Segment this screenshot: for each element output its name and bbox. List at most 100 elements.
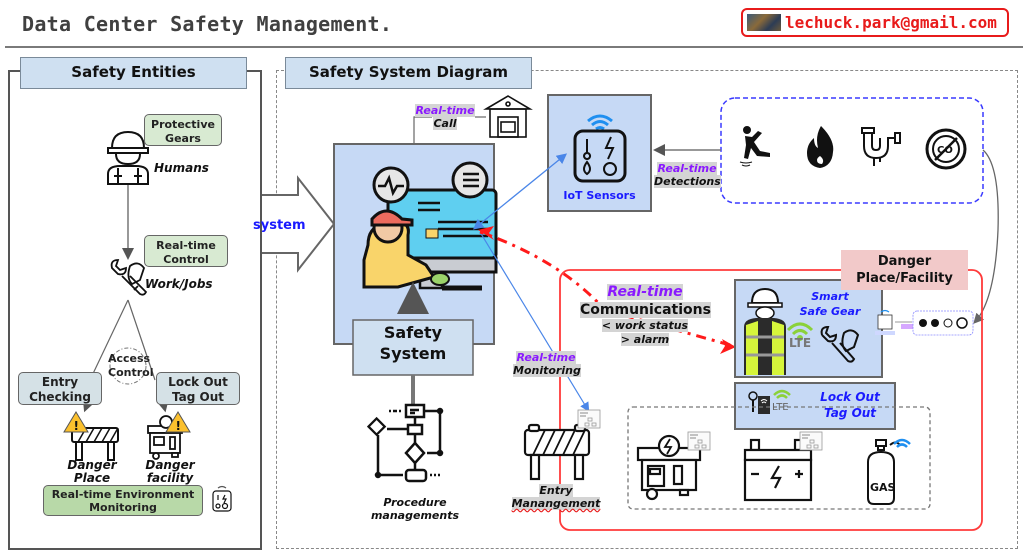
entry-management-line2: Manangement <box>511 497 601 510</box>
access-control-line1: Access <box>108 352 151 365</box>
contact-email[interactable]: lechuck.park@gmail.com <box>785 13 997 32</box>
procedure-flowchart-icon <box>366 403 444 483</box>
wireless-icon <box>893 438 911 448</box>
avatar <box>747 14 781 31</box>
danger-place-facility-line1: Danger <box>877 254 932 269</box>
diagram-thumbnail-icon <box>799 431 823 451</box>
iot-sensors-label: IoT Sensors <box>563 189 636 202</box>
diagram-thumbnail-icon <box>687 431 711 451</box>
gas-tank-icon <box>867 439 901 505</box>
danger-place-barrier-icon: ! <box>63 411 119 461</box>
realtime-detections-line1: Real-time <box>657 162 717 175</box>
env-sensor-icon <box>212 485 232 512</box>
entry-management-line1: Entry <box>539 484 573 497</box>
smart-safe-gear-line1: Smart <box>811 290 849 303</box>
procedure-label: Procedure managements <box>370 496 460 522</box>
entry-checking-line1: Entry <box>41 375 79 389</box>
svg-text:!: ! <box>176 419 181 433</box>
procedure-line2: managements <box>370 509 460 522</box>
realtime-call-line2: Call <box>433 117 457 130</box>
smart-safe-gear-line2: Safe Gear <box>799 305 861 318</box>
lock-out-tag-out-line1: Lock Out <box>820 390 880 404</box>
wrench-hand-icon <box>820 325 860 363</box>
realtime-monitoring-line1: Real-time <box>516 351 576 364</box>
lte-label-2: LTE <box>772 402 789 413</box>
danger-facility-label: Danger facility <box>140 459 200 485</box>
danger-place-line1: Danger <box>67 458 117 472</box>
realtime-call-line1: Real-time <box>415 104 475 117</box>
comm-line2: Communications <box>580 302 711 318</box>
safety-system-diagram-panel <box>276 70 1018 549</box>
safety-system-diagram-header: Safety System Diagram <box>285 57 532 89</box>
entry-management-label: Entry Manangement <box>510 484 602 510</box>
realtime-detections-label: Real-time Detections <box>654 162 721 188</box>
lte-signal-icon-2 <box>773 389 791 399</box>
comm-line3: < work status <box>601 319 689 332</box>
access-control-line2: Control <box>108 366 154 379</box>
humans-label: Humans <box>154 161 209 175</box>
danger-place-facility-line2: Place/Facility <box>856 271 953 286</box>
triangle-right-edge <box>127 299 156 381</box>
lock-out-tag-out-tag: Lock Out Tag Out <box>156 372 240 405</box>
gas-label: GAS <box>870 481 896 494</box>
system-iot-link <box>472 153 568 230</box>
protective-gears-line1: Protective <box>151 118 215 131</box>
realtime-control-line1: Real-time <box>156 239 216 252</box>
env-monitoring-line2: Monitoring <box>89 501 157 514</box>
safety-system-line1: Safety <box>383 323 443 342</box>
safety-system-line2: System <box>379 344 447 363</box>
danger-place-header-box <box>841 250 968 290</box>
entry-checking-line2: Checking <box>29 390 91 404</box>
danger-place-facility-label: Danger Place/Facility <box>841 253 968 287</box>
mini-hazard-diagram-icon <box>875 309 974 336</box>
diagram-thumbnail-icon <box>577 409 601 429</box>
danger-facility-line1: Danger <box>145 458 195 472</box>
safety-system-label: Safety System <box>353 322 473 364</box>
system-monitoring-link <box>479 231 590 413</box>
operator-computer-icon <box>362 161 498 291</box>
lock-out-line2: Tag Out <box>172 390 224 404</box>
battery-icon <box>743 438 813 502</box>
no-co2-icon: CO <box>925 128 967 170</box>
iot-sensor-device-icon <box>573 114 627 183</box>
equipment-group-box <box>627 406 931 510</box>
system-arrow-label: system <box>253 218 306 233</box>
pipe-leak-icon <box>861 127 901 166</box>
safety-system-label-box <box>352 319 474 376</box>
worker-hardhat-icon <box>107 130 149 185</box>
danger-zone-box <box>559 269 983 531</box>
env-monitoring-tag: Real-time Environment Monitoring <box>43 485 203 516</box>
wrench-hand-icon-left <box>110 259 148 296</box>
danger-facility-generator-icon: ! <box>147 411 191 460</box>
realtime-monitoring-label: Real-time Monitoring <box>513 351 581 377</box>
page-title: Data Center Safety Management. <box>22 12 393 36</box>
safety-vest-worker-icon <box>744 287 786 375</box>
safety-entities-header: Safety Entities <box>20 57 247 89</box>
call-connector <box>413 116 432 144</box>
work-jobs-label: Work/Jobs <box>145 277 213 291</box>
protective-gears-tag: Protective Gears <box>144 114 222 146</box>
comm-line4: > alarm <box>620 333 670 346</box>
lte-label: LTE <box>789 336 812 350</box>
generator-icon <box>636 434 702 501</box>
slip-fall-icon <box>739 126 770 167</box>
fire-icon <box>807 126 834 168</box>
smart-safe-gear-label: Smart Safe Gear <box>790 289 870 319</box>
contact-badge[interactable]: lechuck.park@gmail.com <box>741 8 1009 37</box>
realtime-monitoring-line2: Monitoring <box>513 364 581 377</box>
procedure-line1: Procedure <box>383 496 447 509</box>
realtime-call-label: Real-time Call <box>415 104 475 130</box>
realtime-control-tag: Real-time Control <box>144 235 228 267</box>
danger-facility-line2: facility <box>146 471 194 485</box>
env-monitoring-line1: Real-time Environment <box>51 488 195 501</box>
lte-signal-icon <box>786 322 814 341</box>
access-control-label: Access Control <box>108 352 154 380</box>
lock-out-tag-out-label: Lock Out Tag Out <box>810 389 890 421</box>
entry-barrier-icon <box>523 423 591 481</box>
triangle-left-edge <box>89 299 129 381</box>
lock-tag-device-icon <box>748 391 770 414</box>
protective-gears-line2: Gears <box>165 132 201 145</box>
fire-station-icon <box>483 95 533 138</box>
danger-place-line2: Place <box>73 471 111 485</box>
